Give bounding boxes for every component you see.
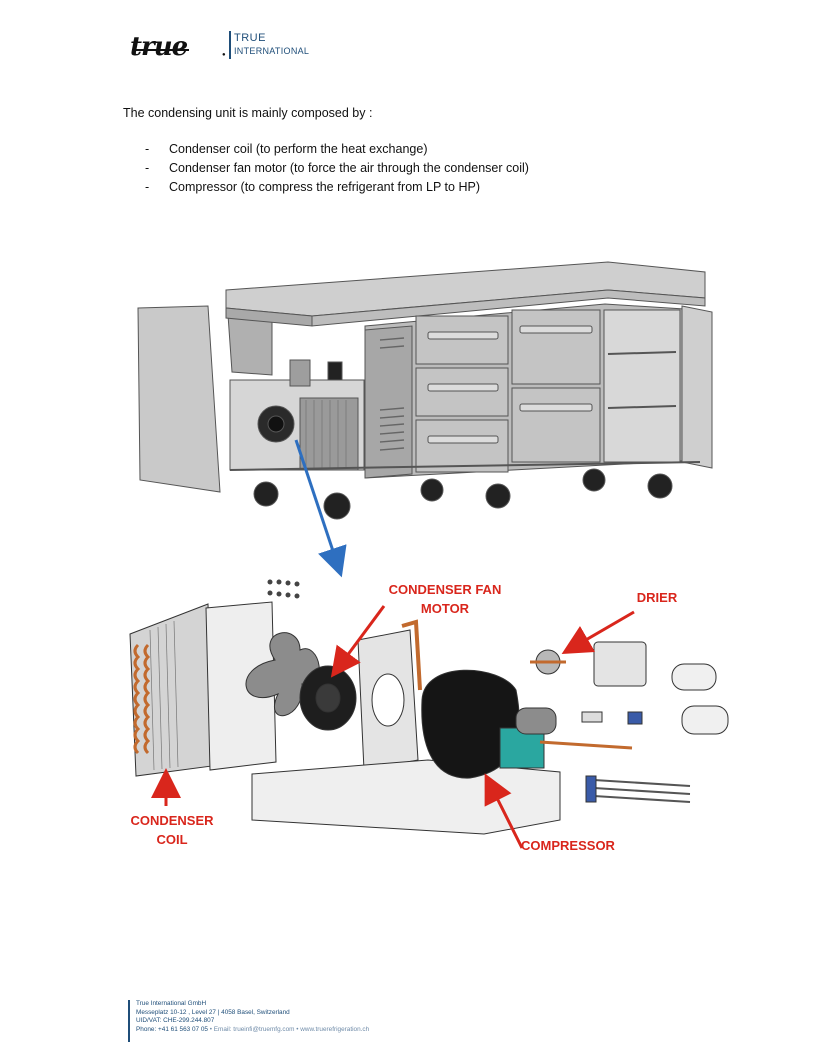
callout-condenser-coil: CONDENSER COIL xyxy=(125,811,219,849)
callout-compressor: COMPRESSOR xyxy=(521,838,615,853)
capacitor xyxy=(681,705,729,735)
drawer xyxy=(511,387,601,463)
back-panel xyxy=(227,314,273,376)
side-panel xyxy=(137,305,221,493)
callout-drier: DRIER xyxy=(636,590,678,605)
header-logo: true ● TRUE INTERNATIONAL xyxy=(130,28,390,64)
list-item-text: Compressor (to compress the refrigerant … xyxy=(169,180,480,194)
bullet-dash: - xyxy=(145,180,150,194)
drawer xyxy=(511,309,601,385)
base-plate xyxy=(251,759,561,835)
drawer xyxy=(415,315,509,365)
open-door xyxy=(681,305,713,469)
counter-cabinet xyxy=(137,261,713,520)
louver-panel xyxy=(364,325,413,479)
footer-address: Messeplatz 10-12 , Level 27 | 4058 Basel… xyxy=(136,1008,290,1016)
drawer xyxy=(415,367,509,417)
drawer xyxy=(415,419,509,473)
footer-vat: UID/VAT: CHE-299.244.807 xyxy=(136,1017,215,1024)
callout-condenser-fan-motor: CONDENSER FAN MOTOR xyxy=(380,580,510,618)
footer: True International GmbH Messeplatz 10-12… xyxy=(128,1000,369,1042)
open-compartment xyxy=(603,309,681,463)
callout-line: MOTOR xyxy=(420,601,470,616)
zoom-arrow xyxy=(294,439,347,578)
list-item: - Condenser fan motor (to force the air t… xyxy=(145,159,529,178)
refrigerant-line xyxy=(401,619,422,691)
footer-contact: Phone: +41 61 563 07 05 • Email: trueinf… xyxy=(136,1026,369,1035)
footer-phone: Phone: +41 61 563 07 05 xyxy=(136,1025,208,1033)
exploded-view xyxy=(129,579,729,835)
brand-top: TRUE xyxy=(234,32,266,44)
callout-line: CONDENSER xyxy=(130,813,214,828)
callout-line: CONDENSER FAN xyxy=(388,582,502,597)
fan-shroud xyxy=(205,601,277,771)
list-item: - Compressor (to compress the refrigerant… xyxy=(145,178,529,197)
brand-bottom: INTERNATIONAL xyxy=(234,46,310,56)
component-list: - Condenser coil (to perform the heat exc… xyxy=(145,140,529,197)
list-item: - Condenser coil (to perform the heat exc… xyxy=(145,140,529,159)
logo-divider xyxy=(229,31,231,59)
footer-contact-rest: • Email: trueinfi@truemfg.com • www.true… xyxy=(207,1025,370,1033)
intro-text: The condensing unit is mainly composed b… xyxy=(123,106,373,120)
callout-line: COIL xyxy=(156,832,188,847)
relay-box xyxy=(593,641,647,687)
footer-company: True International GmbH xyxy=(136,1000,207,1007)
capacitor xyxy=(671,663,717,691)
callout-arrows xyxy=(151,605,635,849)
screws xyxy=(267,579,300,599)
list-item-text: Condenser fan motor (to force the air th… xyxy=(169,161,529,175)
registered-mark-icon: ● xyxy=(222,52,226,58)
list-item-text: Condenser coil (to perform the heat exch… xyxy=(169,142,428,156)
condenser-coil xyxy=(129,603,213,777)
bullet-dash: - xyxy=(145,161,150,175)
logo-script: true xyxy=(130,32,190,62)
bullet-dash: - xyxy=(145,142,150,156)
